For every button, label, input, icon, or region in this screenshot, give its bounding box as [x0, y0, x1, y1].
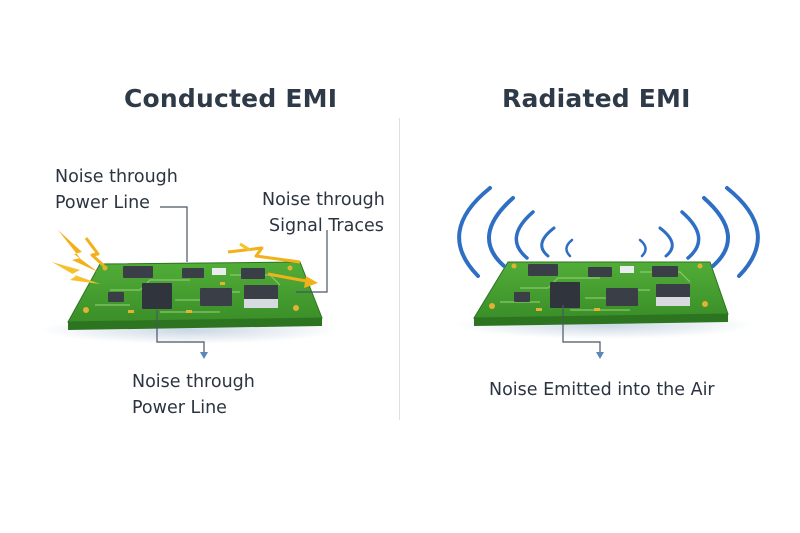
arrow-down-icon [596, 352, 604, 359]
board-edge [474, 314, 728, 326]
spark-arrow [267, 272, 318, 288]
chip [241, 268, 265, 279]
label-power-line-top: Noise through Power Line [55, 164, 178, 216]
chip [108, 292, 124, 302]
leader-air [562, 305, 601, 352]
leader-power-bottom [156, 310, 205, 352]
wave-icon [638, 238, 647, 258]
label-power-line-top-line1: Noise through [55, 167, 178, 187]
label-signal-traces: Noise through Signal Traces [262, 187, 385, 239]
chip [142, 283, 172, 309]
chip [550, 282, 580, 308]
wave-icon [725, 186, 760, 278]
label-power-line-bottom-line1: Noise through [132, 372, 255, 392]
leader-power-top [160, 206, 188, 262]
component [212, 268, 226, 275]
wave-icon [680, 210, 701, 260]
chip [200, 288, 232, 306]
label-signal-traces-line2: Signal Traces [269, 216, 384, 236]
wave-icon [565, 238, 574, 258]
chip [588, 267, 612, 277]
label-power-line-bottom-line2: Power Line [132, 398, 227, 418]
chips [514, 264, 690, 308]
chip [182, 268, 204, 278]
label-power-line-top-line2: Power Line [55, 193, 150, 213]
label-noise-air: Noise Emitted into the Air [489, 380, 715, 400]
pcb-board-right [455, 261, 755, 339]
wave-icon [540, 226, 556, 258]
chip [514, 292, 530, 302]
wave-icon [457, 186, 492, 278]
chip [528, 264, 558, 276]
panel-divider [399, 118, 400, 420]
wave-icon [487, 196, 515, 268]
radiation-waves [457, 186, 760, 278]
chip [652, 266, 678, 277]
chip [606, 288, 638, 306]
chip [123, 266, 153, 278]
leader-lines [156, 206, 328, 352]
conducted-emi-title: Conducted EMI [124, 84, 338, 113]
leader-signal [296, 230, 328, 293]
radiated-emi-title: Radiated EMI [502, 84, 691, 113]
component [620, 266, 634, 273]
board-edge [68, 318, 322, 330]
spark-icon [227, 242, 301, 264]
pcb-board-left [40, 261, 340, 344]
connector [244, 299, 278, 308]
pads [83, 265, 299, 313]
spark-icon [52, 230, 106, 284]
arrow-down-icon [200, 352, 208, 359]
connector [656, 297, 690, 306]
wave-icon [658, 226, 674, 258]
pads [489, 263, 708, 311]
wave-icon [702, 196, 730, 268]
wave-icon [514, 210, 535, 260]
label-signal-traces-line1: Noise through [262, 190, 385, 210]
chips [108, 266, 278, 309]
label-power-line-bottom: Noise through Power Line [132, 369, 255, 421]
